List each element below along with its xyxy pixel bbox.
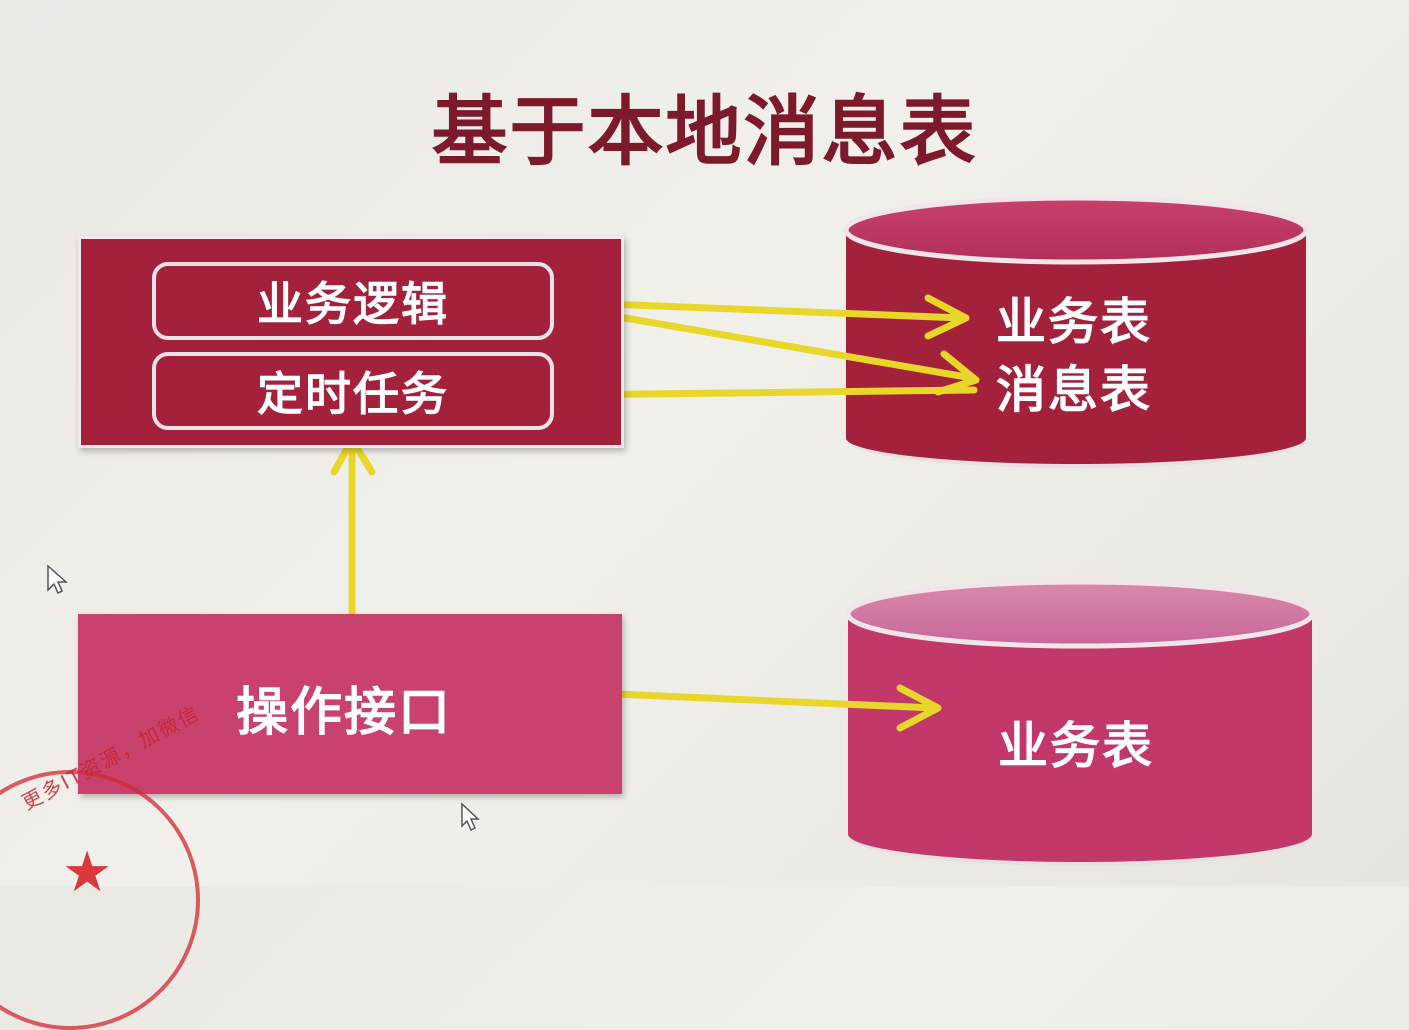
mouse-cursor-icon-2 xyxy=(461,802,480,832)
database-cylinder-top xyxy=(843,195,1309,468)
database-cylinder-bottom xyxy=(845,579,1315,866)
diagram-canvas xyxy=(47,195,1315,866)
api-label: 操作接口 xyxy=(236,683,453,743)
star-icon: ★ xyxy=(62,840,113,905)
page-title: 基于本地消息表 xyxy=(431,87,978,176)
business-logic-box: 业务逻辑 xyxy=(152,262,554,340)
api-block xyxy=(78,614,622,794)
scheduled-task-box: 定时任务 xyxy=(152,352,554,430)
db-top-business-table-label: 业务表 xyxy=(996,293,1152,351)
db-top-message-table-label: 消息表 xyxy=(996,361,1152,419)
db-bottom-business-table-label: 业务表 xyxy=(998,717,1154,775)
mouse-cursor-icon xyxy=(47,564,68,595)
